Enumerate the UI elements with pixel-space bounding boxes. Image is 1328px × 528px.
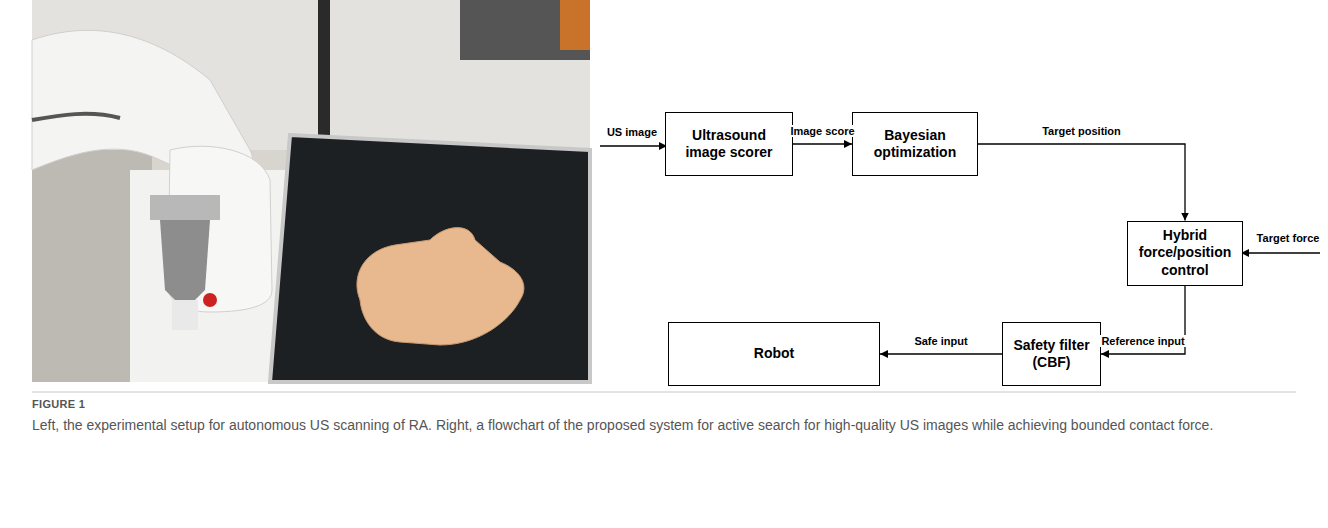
monitor (270, 135, 590, 382)
process-box: Ultrasound image scorer (665, 112, 793, 176)
process-box: Hybrid force/position control (1127, 221, 1243, 286)
equipment (460, 0, 590, 60)
box-label: Ultrasound image scorer (666, 127, 792, 162)
setup-photo (0, 0, 600, 390)
edge-label: Target position (1041, 125, 1122, 137)
emergency-stop (203, 293, 217, 307)
robot-flange (150, 195, 220, 220)
ultrasound-probe (172, 300, 198, 330)
process-box: Bayesian optimization (852, 112, 978, 176)
edge-label: Reference input (1100, 335, 1185, 347)
cable (32, 114, 120, 120)
edge-label: Image score (789, 125, 855, 137)
box-label: Bayesian optimization (853, 127, 977, 162)
input-arrow (600, 145, 667, 146)
probe-holder (160, 220, 210, 300)
flow-arrow (880, 353, 1002, 354)
flow-arrow (793, 143, 852, 144)
caption-rule (32, 392, 1296, 393)
input-label: Target force (1257, 232, 1320, 244)
box-label: Safety filter (CBF) (1003, 337, 1100, 372)
box-label: Robot (748, 345, 800, 363)
flow-arrow (1101, 286, 1185, 355)
input-arrow (1241, 252, 1320, 253)
box-label: Hybrid force/position control (1128, 227, 1242, 280)
edge-label: Safe input (913, 335, 968, 347)
process-box: Safety filter (CBF) (1002, 322, 1101, 386)
flow-arrow (978, 144, 1185, 221)
equipment-case (560, 0, 590, 50)
process-box: Robot (668, 322, 880, 386)
figure-caption: Left, the experimental setup for autonom… (32, 416, 1296, 435)
photo-background (32, 0, 590, 382)
figure-number: FIGURE 1 (32, 398, 85, 410)
hand-phantom (357, 228, 524, 345)
input-label: US image (607, 126, 657, 138)
